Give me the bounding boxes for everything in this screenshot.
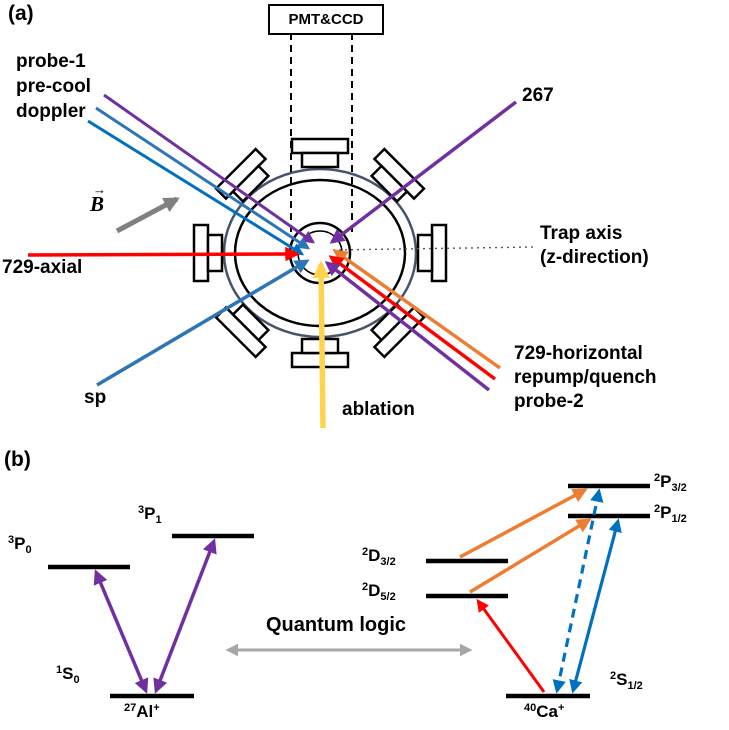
energy-levels <box>48 483 650 699</box>
quantum-logic-label: Quantum logic <box>266 614 406 636</box>
beam-267 <box>329 100 518 244</box>
doppler-beam <box>87 119 305 256</box>
ca-transition-repump-lower <box>469 518 592 594</box>
beam-729-horizontal <box>328 255 497 381</box>
al-ion-label: 27Al+ <box>124 702 160 721</box>
label-267: 267 <box>522 85 554 106</box>
transition-arrows <box>93 488 622 694</box>
vacuum-chamber <box>192 33 535 369</box>
ca-level-label-d52: 2D5/2 <box>362 581 396 603</box>
panel-a-tag: (a) <box>8 2 34 25</box>
ablation-label: ablation <box>342 399 415 420</box>
probe1-beam <box>103 93 316 244</box>
ca-level-label-s12: 2S1/2 <box>610 670 643 692</box>
ca-transition-s-p32-dashed <box>552 488 604 694</box>
pmt-ccd-box: PMT&CCD <box>268 4 384 35</box>
b-field-label: → B <box>90 182 106 216</box>
ca-transition-729 <box>476 598 546 693</box>
ca-level-label-p32: 2P3/2 <box>654 472 687 494</box>
al-transition-1s0-3p0 <box>93 569 149 694</box>
ca-level-label-d32: 2D3/2 <box>362 546 396 568</box>
flange-lower-left <box>214 302 271 359</box>
ca-ion-label: 40Ca+ <box>524 702 565 721</box>
trap-axis-label-1: Trap axis <box>540 223 623 244</box>
flange-right <box>416 223 448 283</box>
repump-quench-label: repump/quench <box>514 367 657 388</box>
label-729-axial: 729-axial <box>2 257 83 278</box>
doppler-label: doppler <box>16 101 86 122</box>
b-field-vector-arrow: → <box>93 182 106 197</box>
al-level-label-3p1: 3P1 <box>138 504 162 526</box>
al-level-label-1s0: 1S0 <box>56 664 80 686</box>
ablation-beam <box>312 260 330 429</box>
probe2-label: probe-2 <box>514 391 584 412</box>
al-level-label-3p0: 3P0 <box>8 534 32 556</box>
flange-top <box>290 137 350 169</box>
b-field-symbol: B <box>90 192 105 216</box>
laser-beams <box>27 93 518 429</box>
trap-axis-label-2: (z-direction) <box>540 247 649 268</box>
probe1-label: probe-1 <box>16 51 86 72</box>
beam-729-axial <box>27 246 300 262</box>
ca-transition-repump-upper <box>459 488 588 559</box>
label-729-horizontal: 729-horizontal <box>514 343 643 364</box>
al-transition-1s0-3p1 <box>153 538 217 694</box>
ca-transition-s-p12 <box>569 518 622 694</box>
b-field-arrow <box>115 196 180 234</box>
probe2-beam <box>324 261 491 392</box>
precool-beam <box>95 106 311 250</box>
precool-label: pre-cool <box>16 76 91 97</box>
sp-label: sp <box>84 387 107 408</box>
pmt-ccd-label: PMT&CCD <box>288 11 364 28</box>
repump-quench-beam <box>332 249 502 370</box>
panel-b-tag: (b) <box>4 448 31 471</box>
ca-level-label-p12: 2P1/2 <box>654 503 687 525</box>
sp-beam <box>96 259 310 387</box>
